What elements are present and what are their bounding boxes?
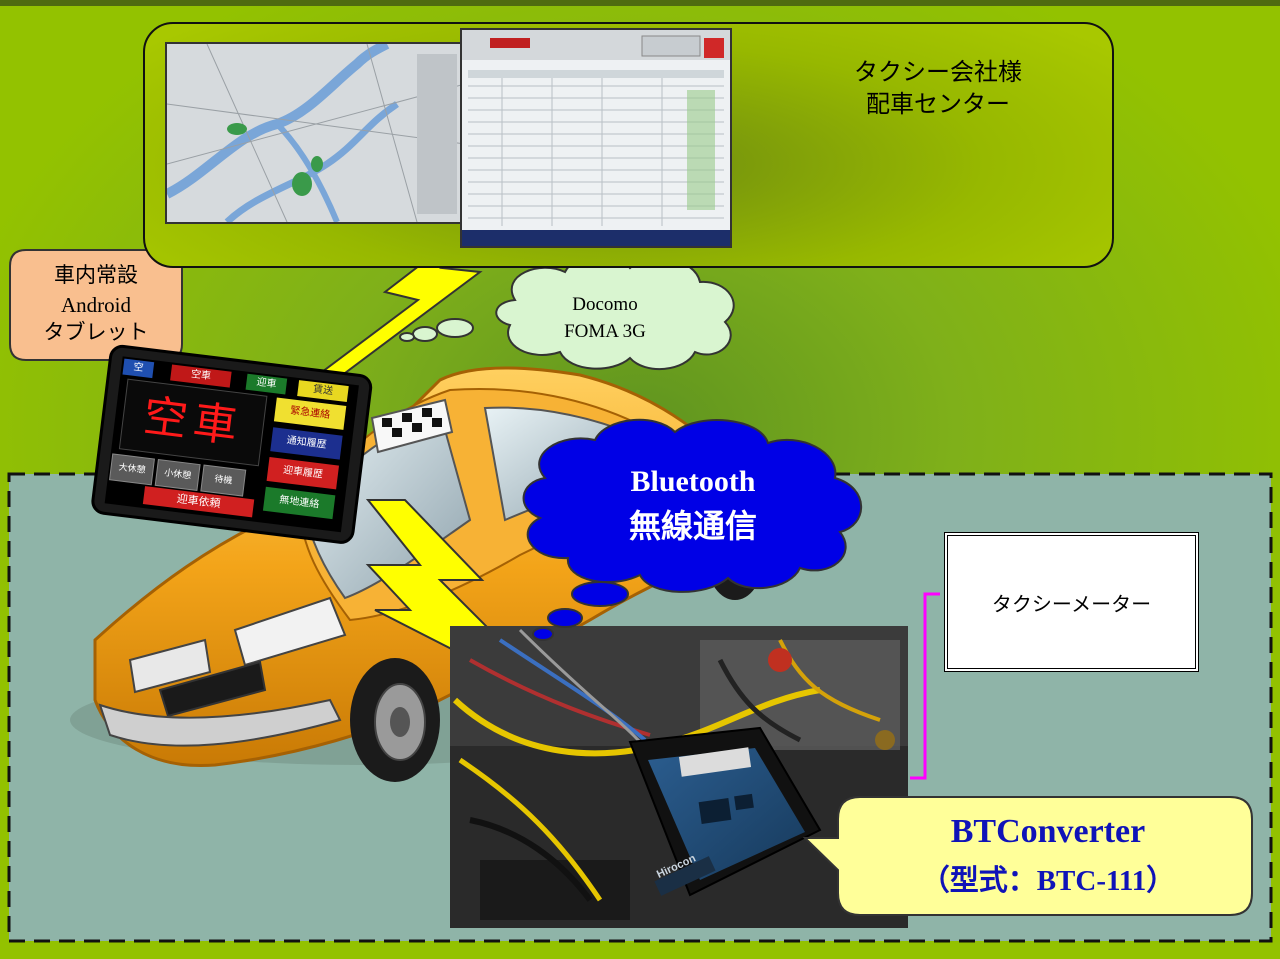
docomo-line1: Docomo <box>572 294 638 316</box>
tablet-label-line1: 車内常設 <box>54 264 138 288</box>
docomo-line2: FOMA 3G <box>564 321 646 342</box>
map-drawing <box>167 44 465 222</box>
list-drawing <box>462 30 730 246</box>
tablet-label-line3: タブレット <box>43 321 149 345</box>
docomo-cloud-shape <box>399 254 735 370</box>
tablet-tab: 賃送 <box>312 383 334 398</box>
android-tablet <box>91 344 373 544</box>
top-frame-bar <box>0 0 1280 6</box>
docomo-cloud-label: Docomo FOMA 3G <box>485 274 725 364</box>
taxi-meter-box: タクシーメーター <box>944 532 1199 672</box>
btconverter-installation-photo <box>450 626 908 928</box>
taxi-wheel <box>350 658 440 782</box>
tablet-status-text: 空車 <box>140 390 246 454</box>
dispatch-center-line1: タクシー会社様 <box>854 58 1022 86</box>
btconverter-line1: BTConverter <box>950 813 1146 850</box>
tablet-tab: 迎車 <box>255 376 278 391</box>
dispatch-list-screen-photo <box>460 28 732 248</box>
tablet-tab: 空 <box>132 361 145 374</box>
tablet-side-button: 通知履歴 <box>285 435 328 451</box>
tablet-bottom-button: 大休憩 <box>117 462 147 476</box>
bluetooth-cloud-shape <box>522 418 863 641</box>
bluetooth-line1: Bluetooth <box>630 464 756 498</box>
tablet-label-line2: Android <box>61 292 131 317</box>
bluetooth-line2: 無線通信 <box>628 507 757 544</box>
tablet-tab: 空車 <box>190 368 212 383</box>
tablet-bottom-button: 小休憩 <box>163 468 192 482</box>
btconverter-label: BTConverter （型式：BTC-111） <box>838 797 1258 915</box>
tablet-side-button: 迎車履歴 <box>282 464 324 481</box>
taxi-roof-sign <box>370 398 454 454</box>
tablet-screen-overlay: 空 空車 迎車 賃送 空車 緊急連絡 通知履歴 迎車履歴 無地連絡 大休憩 小休… <box>92 345 373 544</box>
tablet-bottom-button: 待機 <box>213 474 233 487</box>
btconverter-line2: （型式：BTC-111） <box>920 865 1176 897</box>
dispatch-center-label: タクシー会社様 配車センター <box>787 38 1089 140</box>
dispatch-center-line2: 配車センター <box>866 91 1010 118</box>
btconverter-callout-shape <box>802 796 1253 916</box>
bluetooth-cloud-label: Bluetooth 無線通信 <box>523 448 863 563</box>
tablet-label: 車内常設 Android タブレット <box>10 250 182 360</box>
map-screen-photo <box>165 42 467 224</box>
tablet-side-button: 無地連絡 <box>278 494 320 511</box>
tablet-side-button: 緊急連絡 <box>289 405 331 422</box>
meter-connector-line <box>910 592 940 780</box>
taxi-meter-label: タクシーメーター <box>991 593 1152 616</box>
